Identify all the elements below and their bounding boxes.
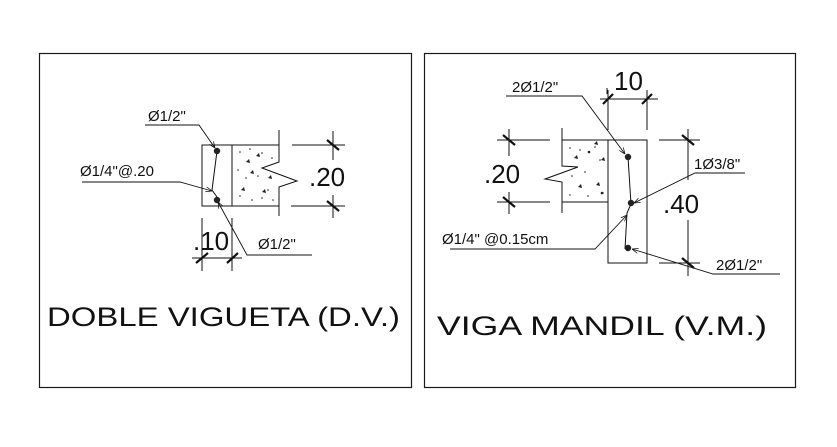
label-middle-bar: 1Ø3/8"	[694, 156, 740, 173]
label-bottom-bars: 2Ø1/2"	[716, 257, 762, 274]
rebar-top	[213, 147, 221, 155]
dimension-height-label: .20	[309, 162, 345, 192]
dimension-width-label: .10	[193, 226, 229, 256]
concrete-hatch	[237, 148, 274, 201]
rebar-bottom	[213, 196, 221, 204]
rebar-top	[624, 153, 632, 161]
leader-top-bar	[145, 124, 215, 148]
stirrup	[211, 150, 218, 198]
panel-title: VIGA MANDIL (V.M.)	[437, 311, 767, 341]
dimension-beam-height	[659, 129, 700, 276]
concrete-block	[232, 144, 299, 207]
dimension-slab-height-label: .20	[484, 159, 520, 189]
joist-rectangle	[201, 144, 233, 207]
panel-viga-mandil: 2Ø1/2" 1Ø3/8" Ø1/4" @0.15cm 2Ø1/2" .20 .…	[423, 52, 797, 389]
dimension-beam-height-label: .40	[663, 189, 699, 219]
label-top-bars: 2Ø1/2"	[512, 79, 558, 96]
dimension-height	[291, 131, 345, 218]
stirrup	[624, 156, 632, 250]
leader-bottom-bars	[632, 249, 780, 275]
dimension-width	[192, 218, 242, 271]
beam-section	[543, 128, 648, 264]
label-top-bar: Ø1/2"	[148, 108, 186, 125]
leader-middle-bar	[634, 172, 745, 203]
leader-bottom-bar	[218, 202, 312, 256]
dimension-slab-height	[497, 129, 550, 214]
rebar-bottom	[624, 244, 632, 252]
panel-doble-vigueta: Ø1/2" Ø1/4"@.20 Ø1/2" .20 .10 DOBLE VIGU…	[38, 52, 413, 389]
panel-frame	[423, 52, 797, 389]
rebar-middle	[627, 199, 635, 207]
leader-stirrup	[82, 181, 212, 191]
label-stirrup: Ø1/4" @0.15cm	[442, 231, 548, 248]
label-bottom-bar: Ø1/2"	[258, 236, 296, 253]
panel-title: DOBLE VIGUETA (D.V.)	[47, 302, 400, 332]
leader-stirrup	[450, 215, 627, 250]
slab-block	[543, 139, 608, 203]
dimension-width	[600, 88, 658, 130]
dimension-width-label: 10	[614, 66, 643, 96]
panel-frame	[38, 52, 413, 389]
joist-section	[201, 130, 299, 216]
leader-top-bars	[506, 95, 625, 154]
label-stirrup: Ø1/4"@.20	[80, 163, 154, 180]
concrete-hatch	[569, 141, 605, 197]
